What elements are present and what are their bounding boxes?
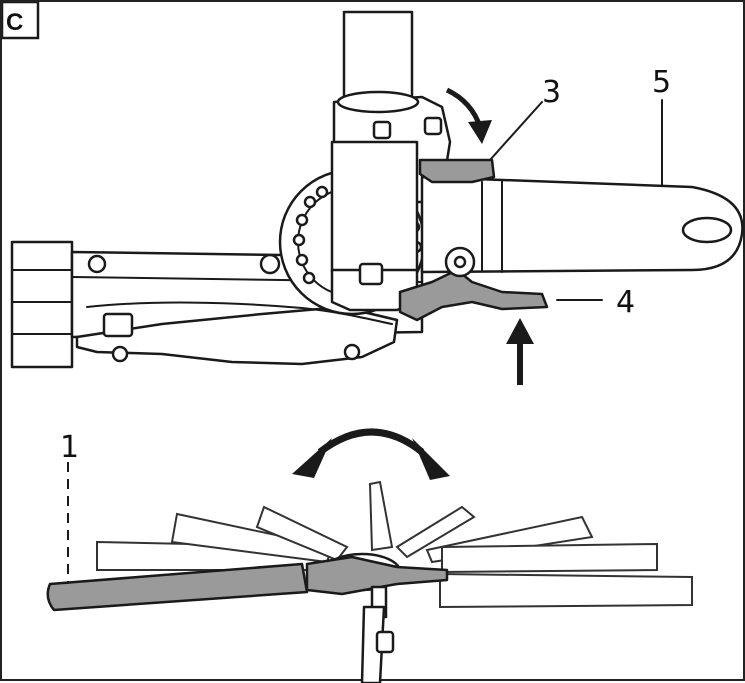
rotation-arrow-icon <box>445 87 492 144</box>
leader-line-3 <box>489 101 543 161</box>
lever-3 <box>418 158 496 184</box>
arm-ghost-positions <box>96 480 693 609</box>
lower-post <box>360 605 395 683</box>
figure-badge-letter: C <box>6 9 23 36</box>
callout-1: 1 <box>60 430 79 465</box>
arm-1 <box>46 562 309 612</box>
callout-5: 5 <box>652 65 671 100</box>
callout-3: 3 <box>542 75 561 110</box>
figure-badge: C <box>2 2 40 40</box>
bottom-illustration: 1 <box>46 428 693 683</box>
push-up-arrow-icon <box>506 318 534 385</box>
center-hub <box>305 552 449 619</box>
top-illustration: 3 5 4 <box>10 10 744 385</box>
callout-4: 4 <box>616 285 635 320</box>
lower-linkage <box>75 301 399 366</box>
swing-arrow-icon <box>292 428 450 480</box>
arm-5 <box>420 175 744 274</box>
latch-4 <box>398 246 549 322</box>
